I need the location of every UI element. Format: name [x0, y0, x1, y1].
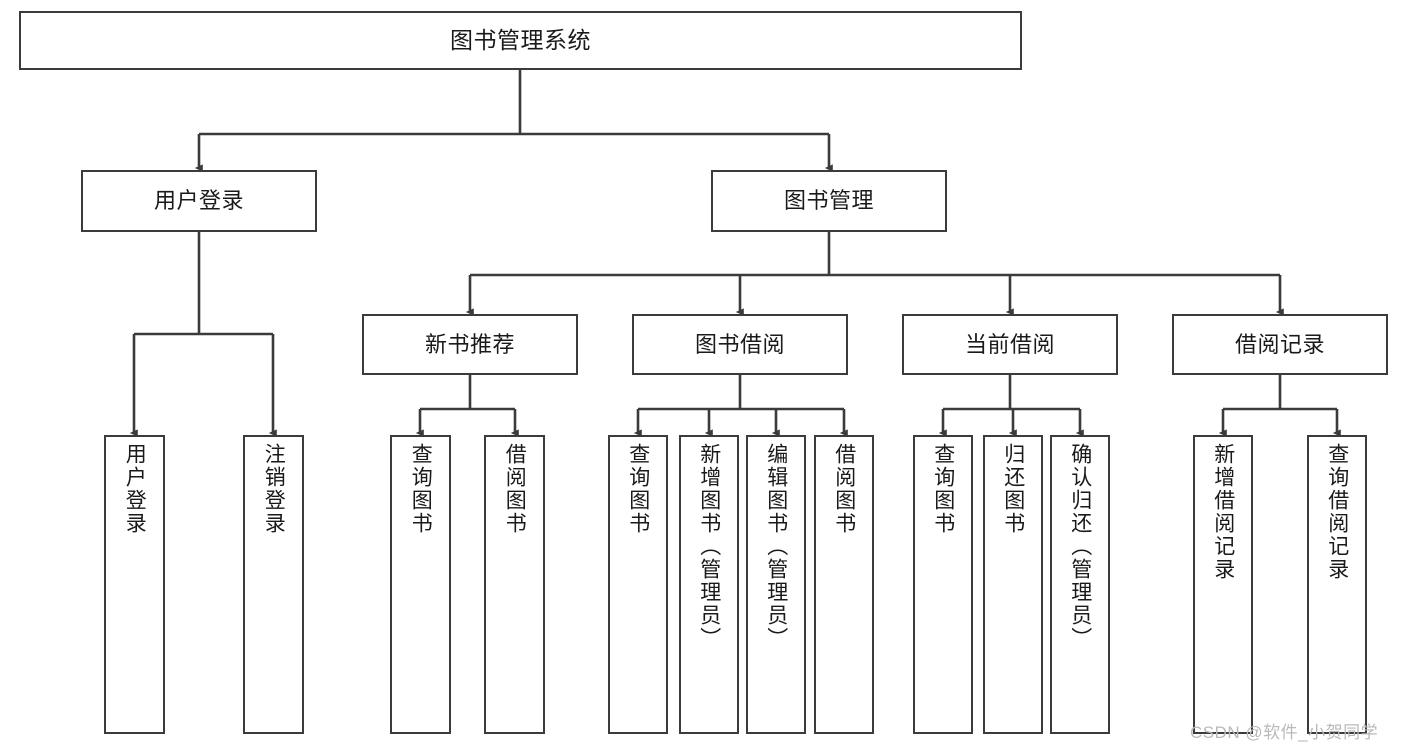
node-leaf-borrow-book-1[interactable]: 借阅图书: [484, 435, 545, 734]
node-leaf-add-record[interactable]: 新增借阅记录: [1193, 435, 1253, 734]
node-book-borrow[interactable]: 图书借阅: [632, 314, 848, 375]
node-new-book-recommend[interactable]: 新书推荐: [362, 314, 578, 375]
node-leaf-user-login-label: 用户登录: [123, 443, 147, 535]
node-leaf-edit-book-label: 编辑图书（管理员）: [764, 443, 788, 650]
node-leaf-return-book[interactable]: 归还图书: [983, 435, 1043, 734]
node-leaf-query-book-2-label: 查询图书: [626, 443, 650, 535]
node-borrow-record[interactable]: 借阅记录: [1172, 314, 1388, 375]
node-user-login[interactable]: 用户登录: [81, 170, 317, 232]
node-leaf-query-book-1[interactable]: 查询图书: [390, 435, 451, 734]
node-book-manage[interactable]: 图书管理: [711, 170, 947, 232]
csdn-watermark: CSDN @软件_小贺同学: [1190, 723, 1379, 742]
node-leaf-query-record[interactable]: 查询借阅记录: [1307, 435, 1367, 734]
node-book-borrow-label: 图书借阅: [694, 331, 785, 357]
node-leaf-user-login[interactable]: 用户登录: [104, 435, 165, 734]
node-leaf-confirm-return-label: 确认归还（管理员）: [1068, 443, 1092, 650]
node-leaf-return-book-label: 归还图书: [1001, 443, 1025, 535]
node-current-borrow[interactable]: 当前借阅: [902, 314, 1118, 375]
node-leaf-add-record-label: 新增借阅记录: [1211, 443, 1235, 581]
node-root-label: 图书管理系统: [450, 26, 591, 53]
node-leaf-edit-book[interactable]: 编辑图书（管理员）: [746, 435, 806, 734]
node-leaf-add-book[interactable]: 新增图书（管理员）: [679, 435, 739, 734]
node-borrow-record-label: 借阅记录: [1234, 331, 1325, 357]
node-new-book-recommend-label: 新书推荐: [424, 331, 515, 357]
node-leaf-query-record-label: 查询借阅记录: [1325, 443, 1349, 581]
node-book-manage-label: 图书管理: [783, 188, 874, 214]
node-current-borrow-label: 当前借阅: [964, 331, 1055, 357]
node-leaf-borrow-book-1-label: 借阅图书: [503, 443, 527, 535]
node-leaf-confirm-return[interactable]: 确认归还（管理员）: [1050, 435, 1110, 734]
node-leaf-borrow-book-2-label: 借阅图书: [832, 443, 856, 535]
node-leaf-query-book-3[interactable]: 查询图书: [913, 435, 973, 734]
node-leaf-logout[interactable]: 注销登录: [243, 435, 304, 734]
node-leaf-query-book-2[interactable]: 查询图书: [608, 435, 668, 734]
node-root-book-management-system[interactable]: 图书管理系统: [19, 11, 1022, 70]
node-user-login-label: 用户登录: [153, 188, 244, 214]
node-leaf-logout-label: 注销登录: [262, 443, 286, 535]
node-leaf-borrow-book-2[interactable]: 借阅图书: [814, 435, 874, 734]
node-leaf-query-book-3-label: 查询图书: [931, 443, 955, 535]
connector-group: [129, 70, 1341, 437]
node-leaf-query-book-1-label: 查询图书: [409, 443, 433, 535]
node-leaf-add-book-label: 新增图书（管理员）: [697, 443, 721, 650]
